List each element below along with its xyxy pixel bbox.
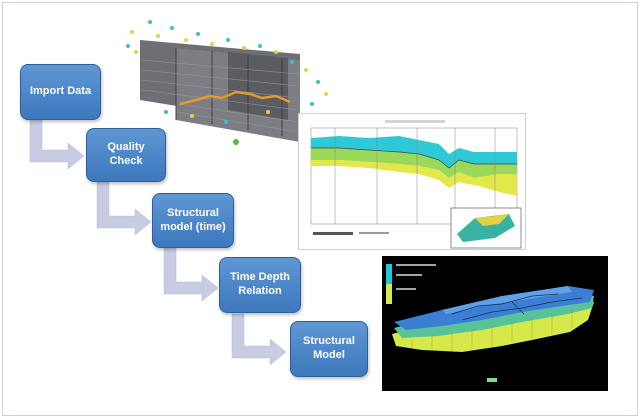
arrow-3	[163, 247, 219, 302]
step-structural-model: Structural Model	[290, 321, 368, 377]
step-import-data-label: Import Data	[29, 85, 92, 98]
arrow-4	[231, 313, 287, 366]
step-structural-model-time: Structural model (time)	[152, 193, 234, 248]
step-import-data: Import Data	[20, 64, 101, 120]
step-time-depth-relation-line2: Relation	[238, 285, 282, 297]
step-quality-check: Quality Check	[86, 128, 166, 182]
cross-section-svg	[310, 120, 522, 249]
cross-section-chart-icon	[298, 113, 526, 250]
step-structural-model-line1: Structural	[303, 335, 355, 348]
step-quality-check-label: Quality Check	[107, 141, 145, 167]
step-structural-model-time-line1: Structural	[167, 206, 219, 219]
arrow-1	[29, 119, 85, 170]
arrow-2	[96, 181, 152, 236]
step-structural-model-line2: Model	[313, 349, 345, 361]
step-time-depth-relation: Time Depth Relation	[219, 257, 301, 313]
structural-model-svg	[386, 264, 594, 382]
structural-model-3d-icon	[382, 256, 608, 391]
step-structural-model-time-line2: model (time)	[160, 220, 226, 233]
step-time-depth-relation-line1: Time Depth	[230, 271, 290, 284]
diagram-frame	[2, 2, 638, 416]
